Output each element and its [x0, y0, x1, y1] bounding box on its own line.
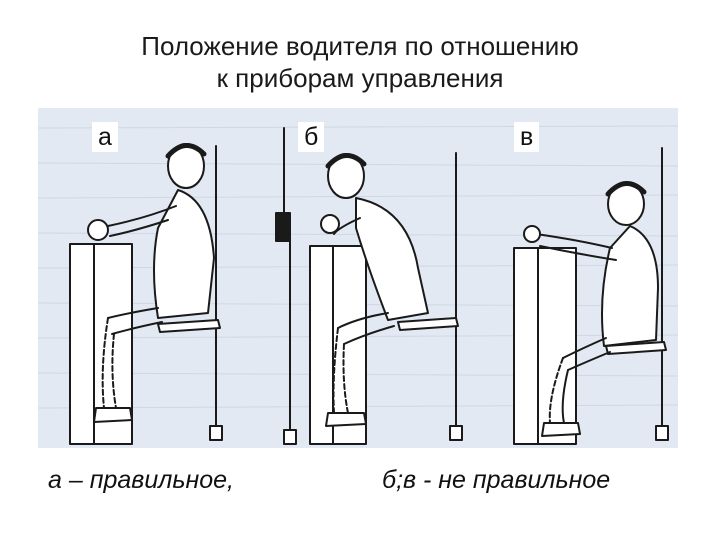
slide-title-line-2: к приборам управления: [0, 62, 720, 94]
driver-posture-illustration: [38, 108, 678, 448]
panel-label-b: б: [298, 122, 324, 152]
panel-label-a: а: [92, 122, 118, 152]
caption-incorrect: б;в - не правильное: [382, 466, 610, 495]
slide-title: Положение водителя по отношению к прибор…: [0, 30, 720, 94]
slide-title-line-1: Положение водителя по отношению: [0, 30, 720, 62]
panel-label-v: в: [514, 122, 539, 152]
caption-correct: а – правильное,: [48, 466, 234, 495]
